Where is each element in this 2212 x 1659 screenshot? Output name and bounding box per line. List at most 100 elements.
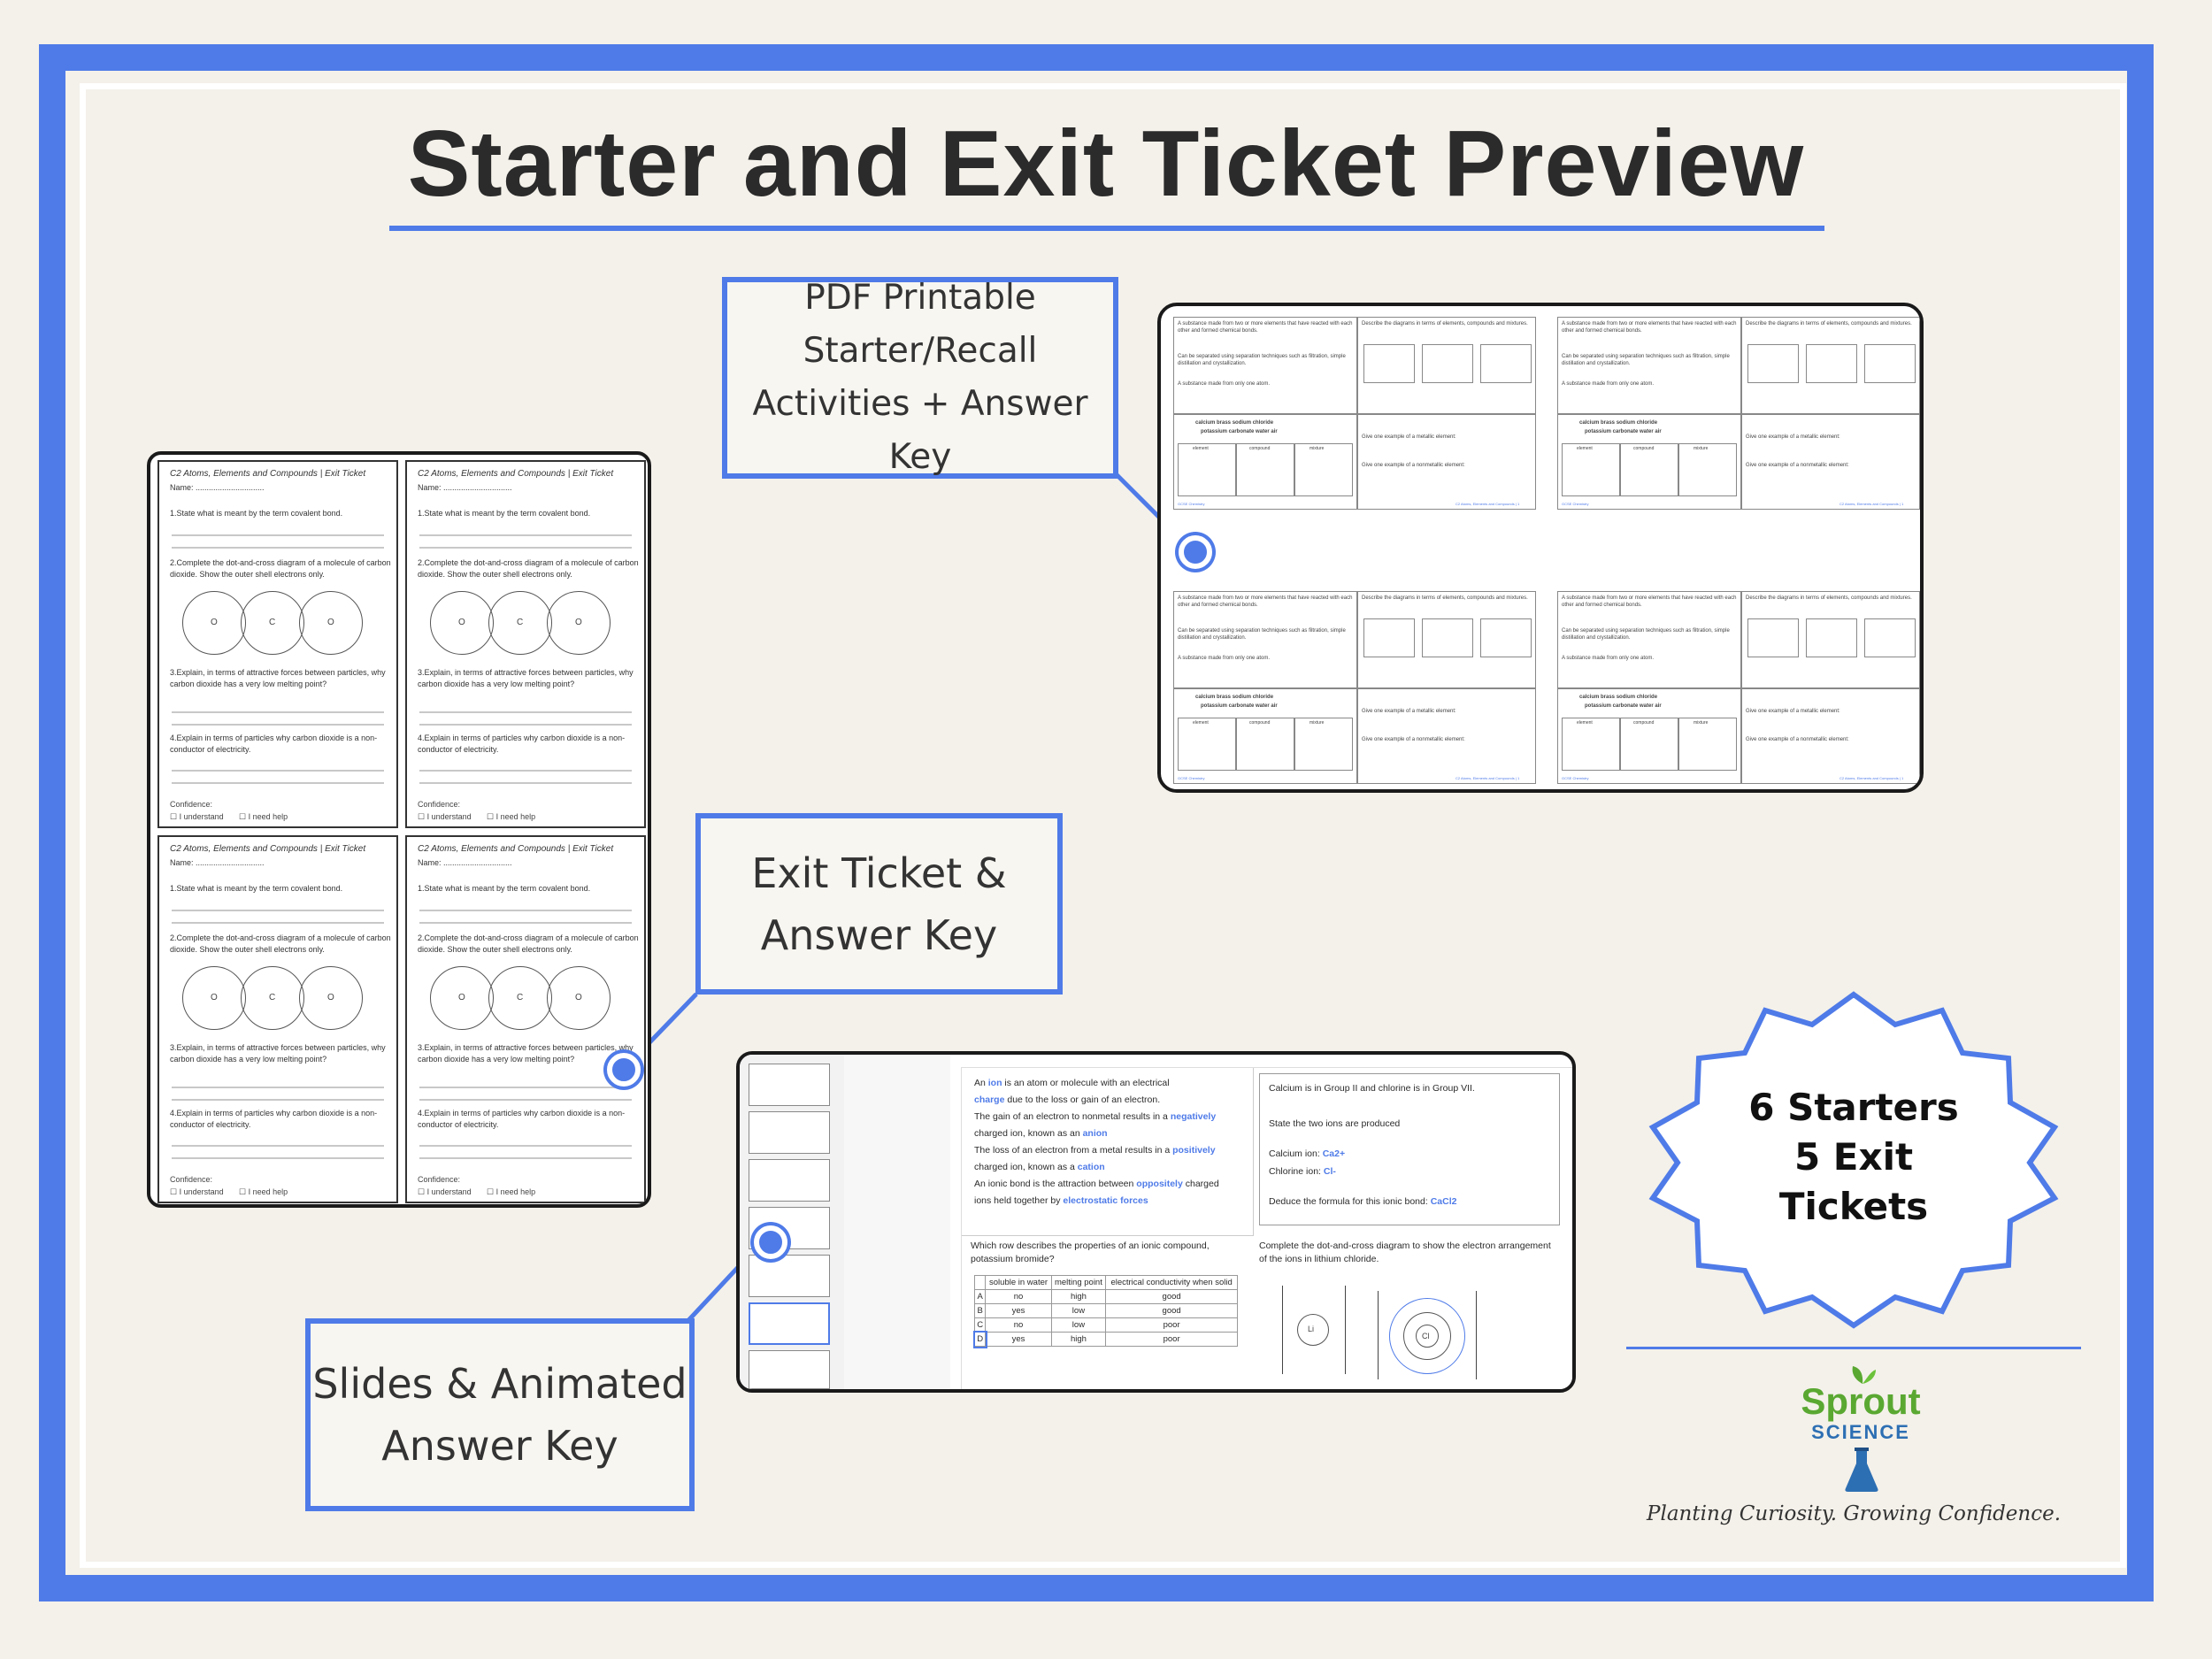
slide-thumb-3[interactable] xyxy=(749,1159,830,1202)
page-title: Starter and Exit Ticket Preview xyxy=(407,111,1805,216)
element-examples-box: Give one example of a metallic element: … xyxy=(1741,688,1920,784)
ionic-properties-question: Which row describes the properties of an… xyxy=(971,1240,1210,1264)
table-cell: no xyxy=(985,1289,1052,1304)
table-cell: high xyxy=(1050,1289,1107,1304)
exit-marker-dot xyxy=(607,1053,641,1087)
exit-ticket-card: C2 Atoms, Elements and Compounds | Exit … xyxy=(157,460,398,828)
slide-thumb-5[interactable] xyxy=(749,1255,830,1297)
pdf-marker-dot xyxy=(1179,535,1212,569)
inner-frame xyxy=(80,83,2126,1568)
particle-diagram-2 xyxy=(1422,618,1473,657)
answer-ion: ion xyxy=(987,1078,1002,1088)
leaf-icon xyxy=(1852,1366,1876,1384)
logo-word: Sprout xyxy=(1801,1380,1921,1422)
starter-page: A substance made from two or more elemen… xyxy=(1557,591,1920,784)
table-cell: C xyxy=(973,1317,987,1333)
slides-sidebar xyxy=(740,1055,845,1389)
slide-thumb-6-selected[interactable] xyxy=(749,1302,830,1345)
classify-box: calcium brass sodium chloride potassium … xyxy=(1557,414,1741,510)
slide-canvas: An ion is an atom or molecule with an el… xyxy=(961,1067,1572,1389)
describe-diagrams-box: Describe the diagrams in terms of elemen… xyxy=(1357,591,1536,688)
particle-diagram-1 xyxy=(1747,344,1799,383)
exit-callout-line-2: Answer Key xyxy=(760,910,998,959)
answer-chlorine-ion: Cl- xyxy=(1323,1166,1336,1177)
table-cell: low xyxy=(1050,1317,1107,1333)
particle-diagram-2 xyxy=(1806,618,1857,657)
answer-charge: charge xyxy=(974,1094,1005,1105)
badge-line-1: 6 Starters xyxy=(1748,1086,1959,1129)
particle-diagram-1 xyxy=(1747,618,1799,657)
table-cell: no xyxy=(985,1317,1052,1333)
table-cell: poor xyxy=(1105,1317,1238,1333)
slide-thumb-7[interactable] xyxy=(749,1350,830,1389)
ion-definition-panel: An ion is an atom or molecule with an el… xyxy=(962,1068,1254,1236)
answer-electrostatic: electrostatic forces xyxy=(1063,1195,1148,1206)
particle-diagram-3 xyxy=(1864,344,1916,383)
element-examples-box: Give one example of a metallic element: … xyxy=(1357,688,1536,784)
element-examples-box: Give one example of a metallic element: … xyxy=(1357,414,1536,510)
definition-box: A substance made from two or more elemen… xyxy=(1173,317,1357,414)
particle-diagram-3 xyxy=(1480,618,1532,657)
slides-callout: Slides & Animated Answer Key xyxy=(305,1318,695,1511)
table-header-cell: soluble in water xyxy=(985,1275,1052,1290)
lithium-ion-bracket: Li xyxy=(1282,1286,1346,1374)
title-underline xyxy=(389,226,1824,231)
exit-ticket-card: C2 Atoms, Elements and Compounds | Exit … xyxy=(405,460,646,828)
exit-callout: Exit Ticket & Answer Key xyxy=(695,813,1063,995)
logo-subword: SCIENCE xyxy=(1811,1421,1910,1443)
particle-diagram-1 xyxy=(1363,618,1415,657)
table-cell: B xyxy=(973,1303,987,1318)
slides-callout-line-2: Answer Key xyxy=(381,1422,618,1470)
definition-box: A substance made from two or more elemen… xyxy=(1173,591,1357,688)
pdf-callout-line-3: Activities + Answer Key xyxy=(752,384,1088,477)
starter-pdf-preview: A substance made from two or more elemen… xyxy=(1157,303,1924,793)
answer-negatively: negatively xyxy=(1170,1111,1217,1122)
slides-marker-dot xyxy=(754,1225,787,1259)
badge-line-3: Tickets xyxy=(1778,1185,1929,1228)
classify-box: calcium brass sodium chloride potassium … xyxy=(1173,688,1357,784)
answer-anion: anion xyxy=(1082,1128,1108,1139)
pdf-callout-line-2: Starter/Recall xyxy=(803,331,1038,371)
table-cell: A xyxy=(973,1289,987,1304)
pdf-callout-line-1: PDF Printable xyxy=(804,278,1036,318)
outer-frame xyxy=(39,44,2154,1601)
classify-box: calcium brass sodium chloride potassium … xyxy=(1557,688,1741,784)
answer-positively: positively xyxy=(1172,1145,1216,1156)
table-cell: high xyxy=(1050,1332,1107,1347)
particle-diagram-1 xyxy=(1363,344,1415,383)
exit-ticket-card: C2 Atoms, Elements and Compounds | Exit … xyxy=(157,835,398,1203)
starter-page: A substance made from two or more elemen… xyxy=(1173,317,1536,510)
describe-diagrams-box: Describe the diagrams in terms of elemen… xyxy=(1741,591,1920,688)
flask-icon xyxy=(1845,1448,1878,1492)
answer-cation: cation xyxy=(1077,1162,1105,1172)
definition-box: A substance made from two or more elemen… xyxy=(1557,317,1741,414)
table-cell: D xyxy=(972,1330,987,1348)
exit-callout-line-1: Exit Ticket & xyxy=(751,849,1007,897)
particle-diagram-3 xyxy=(1864,618,1916,657)
slide-thumb-1[interactable] xyxy=(749,1064,830,1106)
table-header-cell: electrical conductivity when solid xyxy=(1105,1275,1238,1290)
particle-diagram-2 xyxy=(1422,344,1473,383)
sprout-science-logo: Sprout SCIENCE xyxy=(1794,1363,1927,1504)
slide-thumb-2[interactable] xyxy=(749,1111,830,1154)
calcium-chloride-panel: Calcium is in Group II and chlorine is i… xyxy=(1259,1073,1560,1225)
starter-page: A substance made from two or more elemen… xyxy=(1557,317,1920,510)
lithium-chloride-question: Complete the dot-and-cross diagram to sh… xyxy=(1259,1240,1551,1264)
pdf-callout: PDF Printable Starter/Recall Activities … xyxy=(722,277,1118,479)
table-header-cell xyxy=(973,1275,987,1290)
slides-gutter xyxy=(844,1055,950,1389)
starburst-badge xyxy=(1648,991,2059,1329)
table-cell: yes xyxy=(985,1332,1052,1347)
answer-formula: CaCl2 xyxy=(1430,1196,1457,1207)
table-cell: yes xyxy=(985,1303,1052,1318)
classify-box: calcium brass sodium chloride potassium … xyxy=(1173,414,1357,510)
table-cell: good xyxy=(1105,1289,1238,1304)
tagline: Planting Curiosity. Growing Confidence. xyxy=(1646,1502,2062,1525)
exit-ticket-preview: C2 Atoms, Elements and Compounds | Exit … xyxy=(147,451,651,1208)
logo-divider xyxy=(1626,1347,2081,1349)
